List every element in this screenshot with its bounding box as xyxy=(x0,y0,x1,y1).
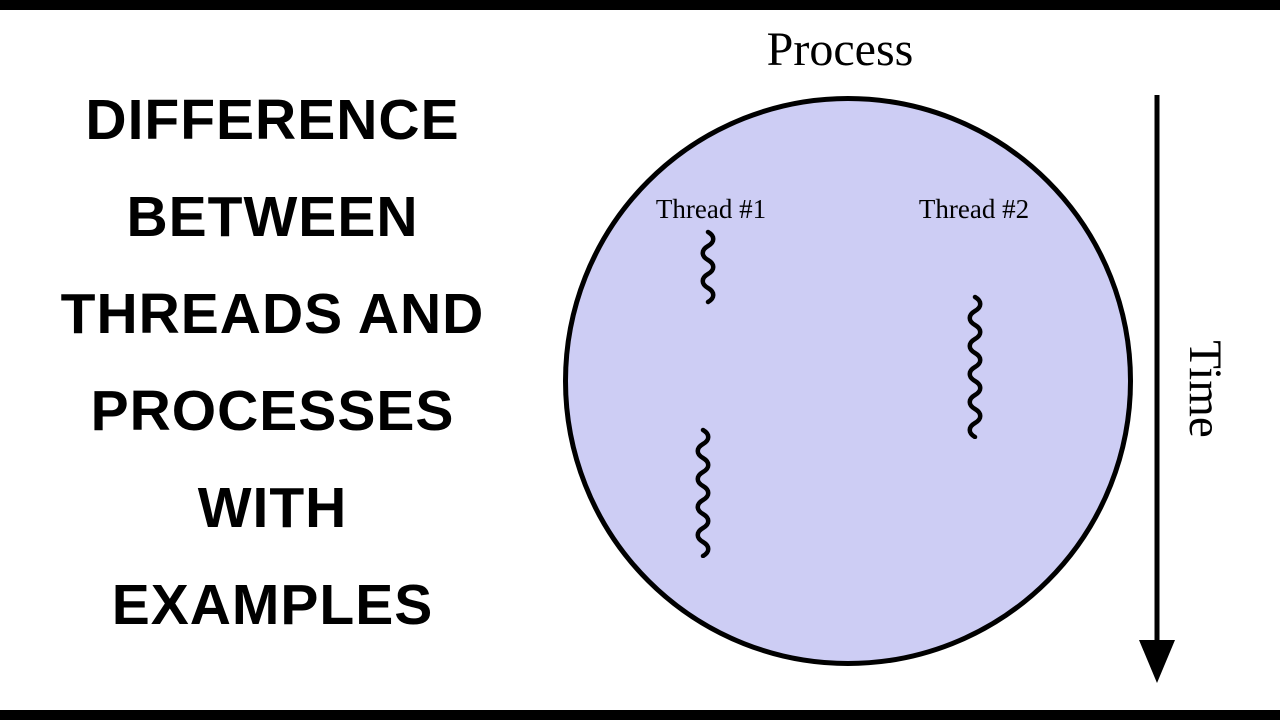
letterbox-bottom-bar xyxy=(0,710,1280,720)
thread2-squiggle-icon xyxy=(967,294,983,439)
process-label: Process xyxy=(766,23,914,76)
thread1-squiggle-icon xyxy=(700,229,716,305)
time-axis-label: Time xyxy=(1179,340,1231,438)
headline-line-1: DIFFERENCE xyxy=(85,88,460,152)
time-arrow-icon xyxy=(1139,95,1175,683)
letterbox-top-bar xyxy=(0,0,1280,10)
thread2-label: Thread #2 xyxy=(918,194,1030,224)
headline-line-5: WITH xyxy=(197,476,348,540)
headline-line-6: EXAMPLES xyxy=(111,573,434,637)
thread1-squiggle-lower-icon xyxy=(695,427,711,558)
thread1-label: Thread #1 xyxy=(655,194,767,224)
headline-line-2: BETWEEN xyxy=(126,185,419,249)
headline-line-3: THREADS AND xyxy=(60,282,485,346)
headline-text: DIFFERENCE BETWEEN THREADS AND PROCESSES… xyxy=(0,72,545,654)
process-circle xyxy=(563,96,1133,666)
headline-line-4: PROCESSES xyxy=(90,379,455,443)
